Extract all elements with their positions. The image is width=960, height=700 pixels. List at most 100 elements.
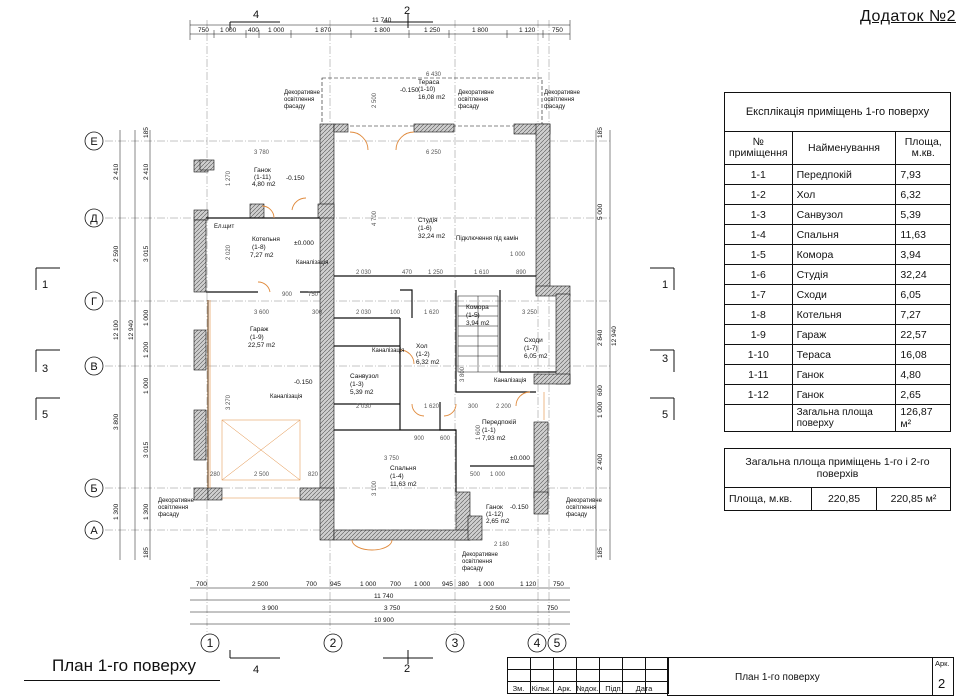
row-axis-markers bbox=[84, 131, 104, 540]
explication-caption: Експлікація приміщень 1-го поверху bbox=[724, 92, 951, 132]
svg-text:2 400: 2 400 bbox=[597, 453, 604, 470]
sheet-number: 2 bbox=[938, 676, 946, 691]
svg-text:185: 185 bbox=[597, 547, 604, 558]
svg-text:Декоративне: Декоративне bbox=[566, 498, 603, 504]
svg-text:1 800: 1 800 bbox=[374, 27, 391, 34]
svg-text:945: 945 bbox=[442, 581, 453, 588]
svg-text:фасаду: фасаду bbox=[158, 512, 179, 518]
title-block-name: План 1-го поверху bbox=[735, 672, 820, 683]
svg-text:Каналізація: Каналізація bbox=[296, 260, 328, 266]
svg-text:470: 470 bbox=[402, 270, 413, 276]
svg-text:1 000: 1 000 bbox=[143, 309, 150, 326]
svg-text:2 500: 2 500 bbox=[372, 92, 378, 108]
svg-text:(1-10): (1-10) bbox=[418, 86, 435, 93]
svg-text:1 000: 1 000 bbox=[143, 377, 150, 394]
svg-text:3 100: 3 100 bbox=[372, 480, 378, 496]
svg-text:(1-7): (1-7) bbox=[524, 345, 538, 352]
svg-text:2 840: 2 840 bbox=[597, 329, 604, 346]
svg-text:2 590: 2 590 bbox=[113, 245, 120, 262]
svg-text:Ганок: Ганок bbox=[486, 504, 503, 511]
svg-text:Каналізація: Каналізація bbox=[270, 394, 302, 400]
svg-text:2 500: 2 500 bbox=[254, 472, 270, 478]
staircase bbox=[457, 295, 499, 373]
total-area-value: 220,85 bbox=[811, 487, 877, 511]
svg-text:2 180: 2 180 bbox=[494, 542, 510, 548]
svg-text:2: 2 bbox=[330, 636, 337, 650]
svg-text:2 020: 2 020 bbox=[226, 244, 232, 260]
svg-text:освітлення: освітлення bbox=[544, 97, 574, 103]
explication-table: Експлікація приміщень 1-го поверху № при… bbox=[724, 92, 951, 432]
svg-text:Гараж: Гараж bbox=[250, 326, 269, 333]
svg-text:Д: Д bbox=[90, 213, 98, 225]
svg-text:3 780: 3 780 bbox=[254, 150, 270, 156]
svg-text:освітлення: освітлення bbox=[284, 97, 314, 103]
svg-text:2 410: 2 410 bbox=[113, 163, 120, 180]
svg-text:Котельня: Котельня bbox=[252, 236, 280, 243]
svg-text:1 000: 1 000 bbox=[597, 401, 604, 418]
svg-text:12 100: 12 100 bbox=[113, 320, 120, 340]
bottom-dimension-lines bbox=[190, 587, 570, 625]
svg-text:7,27 m2: 7,27 m2 bbox=[250, 252, 274, 259]
svg-text:-0.150: -0.150 bbox=[510, 504, 529, 511]
svg-text:3 900: 3 900 bbox=[262, 605, 279, 612]
total-row: Загальна площа поверху 126,87 м² bbox=[724, 404, 951, 432]
svg-text:4: 4 bbox=[253, 9, 259, 21]
svg-text:3,94 m2: 3,94 m2 bbox=[466, 320, 490, 327]
svg-text:1 300: 1 300 bbox=[143, 503, 150, 520]
svg-text:освітлення: освітлення bbox=[158, 505, 188, 511]
plan-title-underline bbox=[24, 680, 220, 681]
svg-text:750: 750 bbox=[553, 581, 564, 588]
svg-text:5: 5 bbox=[554, 636, 561, 650]
svg-text:1: 1 bbox=[42, 279, 48, 291]
svg-text:6,05 m2: 6,05 m2 bbox=[524, 353, 548, 360]
svg-text:185: 185 bbox=[597, 127, 604, 138]
svg-text:6 430: 6 430 bbox=[426, 72, 442, 78]
svg-text:3 800: 3 800 bbox=[113, 413, 120, 430]
total-area-value-unit: 220,85 м² bbox=[876, 487, 951, 511]
svg-text:фасаду: фасаду bbox=[544, 104, 565, 110]
svg-text:(1-5): (1-5) bbox=[466, 312, 480, 319]
svg-text:3 015: 3 015 bbox=[143, 245, 150, 262]
svg-text:2 200: 2 200 bbox=[496, 404, 512, 410]
svg-text:Хол: Хол bbox=[416, 343, 428, 350]
svg-text:(1-6): (1-6) bbox=[418, 225, 432, 232]
svg-text:600: 600 bbox=[440, 436, 451, 442]
svg-text:Ганок: Ганок bbox=[254, 167, 271, 174]
svg-text:1: 1 bbox=[207, 636, 214, 650]
svg-text:400: 400 bbox=[248, 27, 259, 34]
svg-text:5 000: 5 000 bbox=[597, 203, 604, 220]
svg-text:1 600: 1 600 bbox=[476, 424, 482, 440]
svg-text:185: 185 bbox=[143, 547, 150, 558]
svg-text:1 000: 1 000 bbox=[414, 581, 431, 588]
svg-text:2,65 m2: 2,65 m2 bbox=[486, 518, 510, 525]
svg-text:10 900: 10 900 bbox=[374, 617, 394, 624]
svg-text:3 750: 3 750 bbox=[384, 456, 400, 462]
svg-text:Б: Б bbox=[90, 483, 97, 495]
svg-text:Е: Е bbox=[90, 136, 97, 148]
svg-text:750: 750 bbox=[552, 27, 563, 34]
svg-text:945: 945 bbox=[330, 581, 341, 588]
svg-text:Підключення під камін: Підключення під камін bbox=[456, 236, 518, 242]
svg-text:освітлення: освітлення bbox=[462, 559, 492, 565]
svg-text:-0.150: -0.150 bbox=[294, 379, 313, 386]
total-value: 126,87 м² bbox=[895, 404, 951, 432]
interior-walls bbox=[206, 217, 556, 492]
svg-text:1 000: 1 000 bbox=[360, 581, 377, 588]
svg-text:Каналізація: Каналізація bbox=[494, 378, 526, 384]
svg-text:Спальня: Спальня bbox=[390, 465, 417, 472]
svg-text:3 270: 3 270 bbox=[226, 394, 232, 410]
svg-text:900: 900 bbox=[282, 292, 293, 298]
total-label: Загальна площа поверху bbox=[791, 404, 897, 432]
svg-text:185: 185 bbox=[143, 127, 150, 138]
svg-text:1 300: 1 300 bbox=[113, 503, 120, 520]
svg-text:600: 600 bbox=[597, 385, 604, 396]
svg-text:12 940: 12 940 bbox=[128, 320, 135, 340]
svg-text:3 600: 3 600 bbox=[254, 310, 270, 316]
svg-text:фасаду: фасаду bbox=[566, 512, 587, 518]
